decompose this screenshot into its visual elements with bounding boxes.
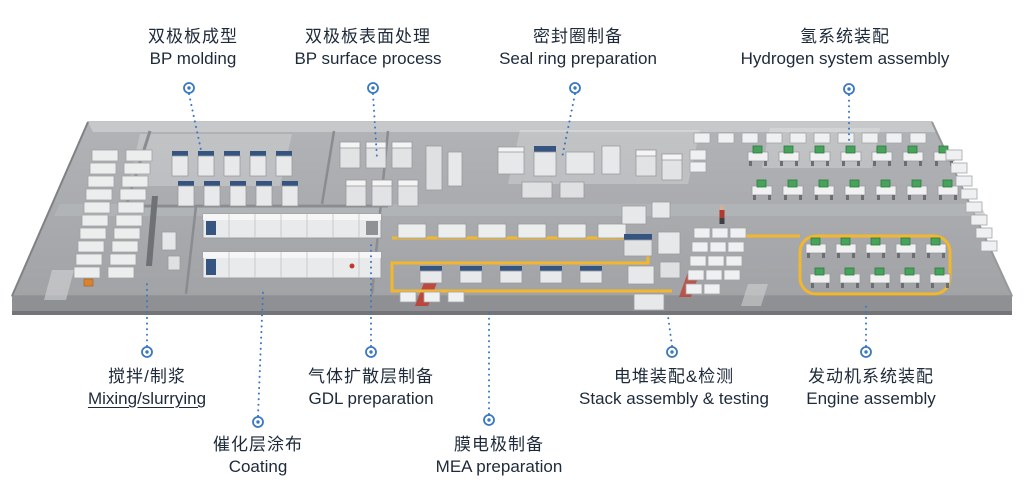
station-en-seal-ring: Seal ring preparation	[499, 49, 657, 68]
station-label-stack: 电堆装配&检测 Stack assembly & testing	[552, 366, 796, 411]
station-label-coating: 催化层涂布 Coating	[178, 434, 338, 479]
callout-line-stack	[667, 315, 673, 347]
station-en-bp-molding: BP molding	[149, 49, 237, 68]
floor-top-edge-wall	[88, 122, 937, 132]
station-en-coating: Coating	[228, 457, 288, 476]
floor-front-face	[12, 296, 1012, 311]
station-label-bp-surface: 双极板表面处理 BP surface process	[275, 26, 461, 71]
coating-machines	[202, 213, 382, 279]
station-zh-mixing: 搅拌/制浆	[108, 367, 186, 386]
station-zh-gdl: 气体扩散层制备	[308, 367, 434, 386]
station-zh-seal-ring: 密封圈制备	[533, 27, 623, 46]
station-en-hydrogen: Hydrogen system assembly	[740, 49, 950, 68]
callout-line-bp-surface	[372, 93, 378, 159]
station-en-stack: Stack assembly & testing	[579, 389, 769, 408]
stack-assembly-machines	[621, 201, 681, 311]
worker-figure	[719, 205, 725, 224]
mixing-area-racks	[73, 149, 181, 287]
station-label-bp-molding: 双极板成型 BP molding	[103, 26, 283, 71]
station-zh-engine: 发动机系统装配	[808, 367, 934, 386]
callouts	[141, 82, 872, 428]
station-label-engine: 发动机系统装配 Engine assembly	[768, 366, 974, 411]
station-label-mea: 膜电极制备 MEA preparation	[404, 434, 594, 479]
station-en-gdl: GDL preparation	[308, 389, 434, 408]
station-en-mixing: Mixing/slurrying	[87, 389, 207, 408]
station-zh-bp-molding: 双极板成型	[148, 27, 238, 46]
station-zh-stack: 电堆装配&检测	[613, 367, 735, 386]
callout-line-bp-molding	[188, 93, 202, 151]
station-en-bp-surface: BP surface process	[294, 49, 442, 68]
floor-left-edge	[11, 121, 89, 297]
station-en-mea: MEA preparation	[435, 457, 563, 476]
callout-line-seal-ring	[561, 93, 576, 159]
floor-front-shadow	[12, 311, 1012, 315]
station-zh-coating: 催化层涂布	[213, 435, 303, 454]
station-zh-bp-surface: 双极板表面处理	[305, 27, 431, 46]
station-zh-mea: 膜电极制备	[454, 435, 544, 454]
bp-surface-machines	[339, 141, 463, 207]
station-zh-hydrogen: 氢系统装配	[800, 27, 890, 46]
station-label-mixing: 搅拌/制浆 Mixing/slurrying	[58, 366, 236, 411]
callout-line-coating	[257, 291, 264, 417]
gdl-machines	[397, 223, 627, 303]
station-en-engine: Engine assembly	[806, 389, 936, 408]
station-label-seal-ring: 密封圈制备 Seal ring preparation	[468, 26, 688, 71]
seal-ring-machines	[497, 145, 707, 199]
station-label-gdl: 气体扩散层制备 GDL preparation	[278, 366, 464, 411]
station-label-hydrogen: 氢系统装配 Hydrogen system assembly	[708, 26, 982, 71]
